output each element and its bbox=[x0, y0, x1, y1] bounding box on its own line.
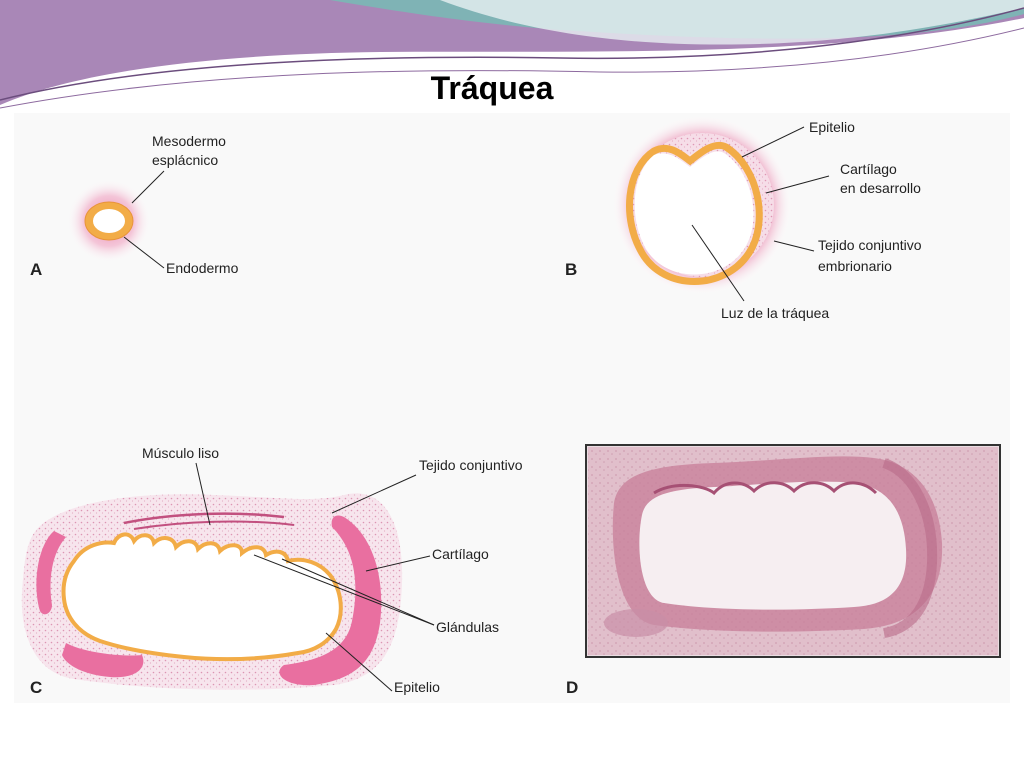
panel-letter-a: A bbox=[30, 260, 42, 279]
label-musculo-liso: Músculo liso bbox=[142, 445, 219, 461]
panel-letter-c: C bbox=[30, 678, 42, 697]
cartilage-ring-c-left bbox=[36, 531, 66, 615]
header-line-1 bbox=[0, 7, 1024, 101]
slide-header-decoration bbox=[0, 0, 1024, 109]
panel-a: Mesodermo esplácnico Endodermo A bbox=[30, 133, 239, 279]
label-cartilago-b-line2: en desarrollo bbox=[840, 180, 921, 196]
label-cartilago-desarrollo: Cartílago en desarrollo bbox=[840, 161, 921, 196]
label-mesodermo-line1: Mesodermo bbox=[152, 133, 226, 149]
endoderm-lumen bbox=[93, 209, 125, 233]
smooth-muscle-fiber-1 bbox=[123, 512, 285, 525]
label-endodermo: Endodermo bbox=[166, 260, 239, 276]
smooth-muscle-fiber-2 bbox=[133, 520, 295, 530]
header-white-swoosh bbox=[440, 0, 1024, 45]
cartilage-ring-c-right bbox=[279, 515, 382, 686]
label-tejido-b-line2: embrionario bbox=[818, 258, 892, 274]
epithelium-c bbox=[61, 532, 343, 662]
label-epitelio-b: Epitelio bbox=[809, 119, 855, 135]
panel-b: Epitelio Cartílago en desarrollo Tejido … bbox=[565, 115, 925, 321]
label-cartilago-c: Cartílago bbox=[432, 546, 489, 562]
panel-letter-b: B bbox=[565, 260, 577, 279]
label-cartilago-b-line1: Cartílago bbox=[840, 161, 897, 177]
tracheal-lumen bbox=[634, 151, 754, 275]
cartilage-ring bbox=[626, 142, 763, 285]
panel-c: Músculo liso Tejido conjuntivo Cartílago… bbox=[21, 445, 523, 697]
label-epitelio-c: Epitelio bbox=[394, 679, 440, 695]
label-luz-traquea: Luz de la tráquea bbox=[721, 305, 829, 321]
label-mesodermo-esplacnico: Mesodermo esplácnico bbox=[152, 133, 230, 168]
micrograph-image bbox=[588, 447, 998, 655]
label-mesodermo-line2: esplácnico bbox=[152, 152, 218, 168]
label-tejido-conjuntivo-c: Tejido conjuntivo bbox=[419, 457, 523, 473]
label-glandulas: Glándulas bbox=[436, 619, 499, 635]
trachea-figure: Mesodermo esplácnico Endodermo A Epiteli… bbox=[14, 113, 1010, 703]
header-line-2 bbox=[0, 27, 1024, 109]
cartilage-ring-c-bottom bbox=[62, 643, 144, 678]
panel-letter-d: D bbox=[566, 678, 578, 697]
slide-title: Tráquea bbox=[430, 70, 554, 106]
label-tejido-embrionario: Tejido conjuntivo embrionario bbox=[818, 237, 925, 274]
label-tejido-b-line1: Tejido conjuntivo bbox=[818, 237, 922, 253]
panel-d: D bbox=[566, 444, 1001, 697]
